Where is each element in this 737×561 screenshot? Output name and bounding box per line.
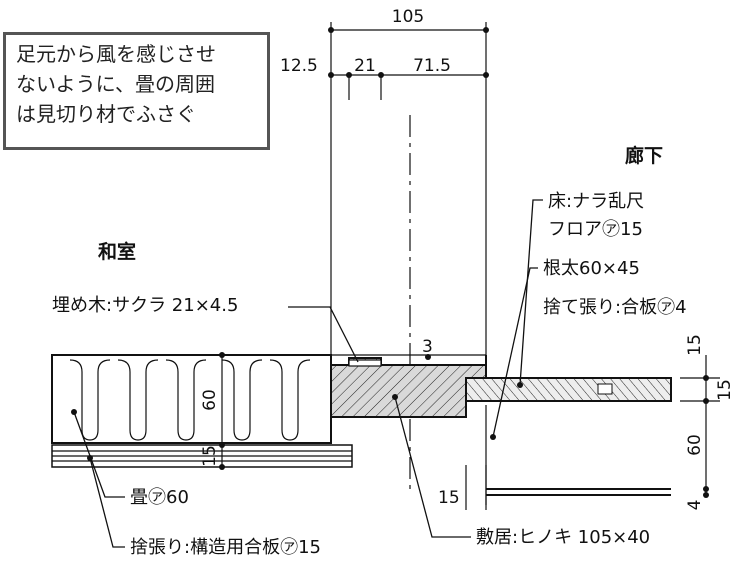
label-neda: 根太60×45 — [543, 258, 640, 279]
label-sutebari-right: 捨て張り:合板㋐4 — [543, 297, 687, 318]
room-label-washitsu: 和室 — [98, 240, 136, 263]
label-floor-2: フロア㋐15 — [548, 219, 643, 240]
tatami — [51, 354, 332, 444]
leader-tatami — [73, 411, 125, 498]
dim-60-text: 60 — [200, 389, 220, 411]
note-line-1: 足元から風を感じさせ — [16, 42, 216, 66]
nara-flooring — [465, 377, 672, 402]
label-floor-1: 床:ナラ乱尺 — [548, 191, 644, 212]
dim-dot — [219, 464, 225, 470]
dim-dot — [378, 72, 384, 78]
shikii-sill — [330, 355, 487, 418]
dim-15-text: 15 — [200, 445, 220, 467]
note-line-2: ないように、畳の周囲 — [16, 72, 215, 96]
tatami-wave — [165, 359, 207, 441]
annotation-note-box: 足元から風を感じさせ ないように、畳の周囲 は見切り材でふさぐ — [3, 32, 270, 150]
dim-dot — [483, 72, 489, 78]
leader-dot — [71, 409, 77, 415]
note-line-3: は見切り材でふさぐ — [16, 102, 196, 126]
label-umegi: 埋め木:サクラ 21×4.5 — [52, 295, 238, 316]
dim-r15-text: 15 — [685, 334, 705, 356]
dim-dot — [425, 354, 431, 360]
label-sutebari-left: 捨張り:構造用合板㋐15 — [130, 537, 321, 558]
leader-dot — [490, 434, 496, 440]
leader-dot — [87, 455, 93, 461]
room-label-rouka: 廊下 — [625, 144, 663, 167]
tatami-wave — [69, 359, 111, 441]
tatami-wave — [221, 359, 263, 441]
floor-joint — [597, 383, 613, 395]
dim-715-text: 71.5 — [413, 56, 451, 76]
leader-shikii — [394, 396, 471, 538]
leader-umegi — [288, 306, 359, 363]
dim-dot — [328, 27, 334, 33]
label-shikii: 敷居:ヒノキ 105×40 — [476, 527, 650, 548]
dim-dot — [219, 352, 225, 358]
tatami-wave — [269, 359, 311, 441]
dim-dot — [703, 486, 709, 492]
leader-dot — [517, 382, 523, 388]
umegi-strip — [348, 359, 382, 367]
dim-dot — [328, 72, 334, 78]
dim-125-text: 12.5 — [280, 56, 318, 76]
dim-dot — [346, 72, 352, 78]
dim-r4-text: 4 — [685, 500, 705, 511]
label-tatami: 畳㋐60 — [130, 487, 189, 508]
dim-dot — [703, 492, 709, 498]
dim-21-text: 21 — [354, 56, 376, 76]
dim-r15b-text: 15 — [715, 379, 735, 401]
leader-dot — [392, 394, 398, 400]
tatami-wave — [117, 359, 159, 441]
dim-dot — [219, 442, 225, 448]
leader-sutebari-left — [89, 457, 125, 548]
leader-floor — [519, 199, 543, 386]
dim-b15-text: 15 — [438, 488, 460, 508]
dim-dot — [483, 27, 489, 33]
leader-neda — [492, 267, 538, 438]
dim-r60-text: 60 — [685, 434, 705, 456]
dim-105-text: 105 — [392, 7, 424, 27]
dim-3-text: 3 — [422, 337, 433, 357]
